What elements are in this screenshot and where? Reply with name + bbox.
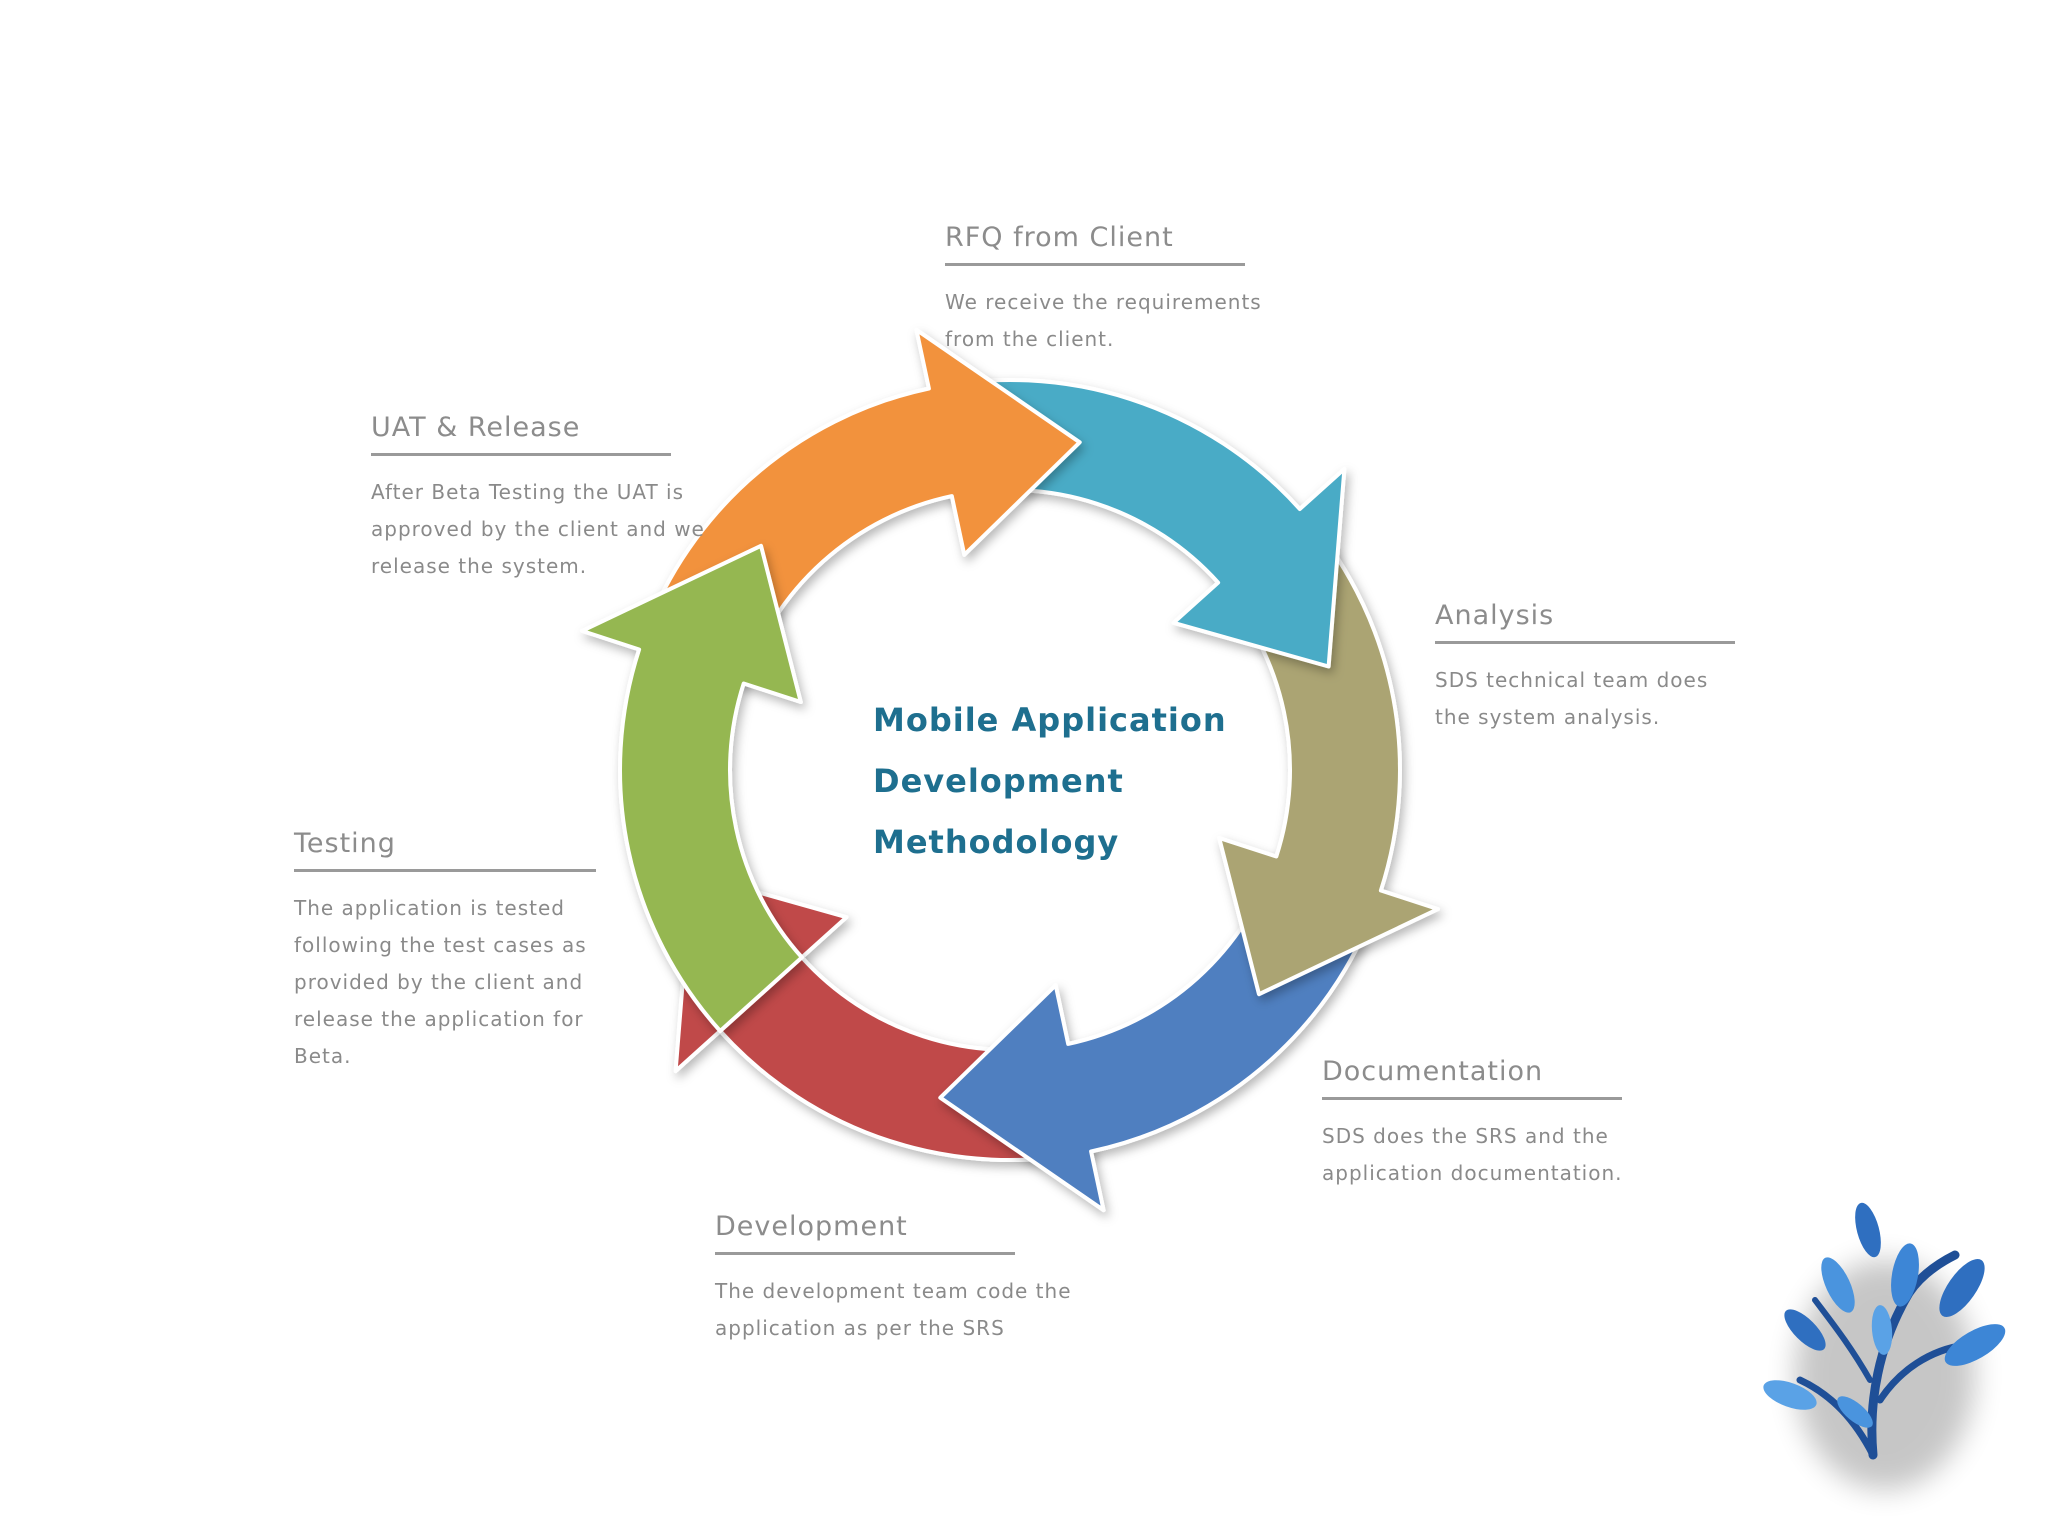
step-uat-release-title: UAT & Release [371, 412, 671, 456]
tree-leaves-logo-icon [1763, 1202, 2006, 1490]
step-testing-desc: The application is tested following the … [294, 896, 587, 1068]
arrow-uat-release [580, 543, 804, 1033]
step-analysis: Analysis SDS technical team does the sys… [1435, 600, 1745, 736]
center-title-line-1: Mobile Application [873, 701, 1227, 739]
step-documentation-desc: SDS does the SRS and the application doc… [1322, 1124, 1623, 1185]
step-documentation: Documentation SDS does the SRS and the a… [1322, 1056, 1667, 1192]
center-title-line-2: Development [873, 762, 1124, 800]
step-uat-release: UAT & Release After Beta Testing the UAT… [371, 412, 711, 585]
step-development-desc: The development team code the applicatio… [715, 1279, 1072, 1340]
step-rfq: RFQ from Client We receive the requireme… [945, 222, 1305, 358]
step-testing-title: Testing [294, 828, 596, 872]
diagram-center-title: Mobile Application Development Methodolo… [873, 690, 1293, 873]
step-rfq-desc: We receive the requirements from the cli… [945, 290, 1262, 351]
step-rfq-title: RFQ from Client [945, 222, 1245, 266]
step-analysis-desc: SDS technical team does the system analy… [1435, 668, 1709, 729]
step-uat-release-desc: After Beta Testing the UAT is approved b… [371, 480, 705, 578]
step-analysis-title: Analysis [1435, 600, 1735, 644]
step-documentation-title: Documentation [1322, 1056, 1622, 1100]
step-development: Development The development team code th… [715, 1211, 1095, 1347]
step-development-title: Development [715, 1211, 1015, 1255]
step-testing: Testing The application is tested follow… [294, 828, 624, 1075]
center-title-line-3: Methodology [873, 823, 1120, 861]
